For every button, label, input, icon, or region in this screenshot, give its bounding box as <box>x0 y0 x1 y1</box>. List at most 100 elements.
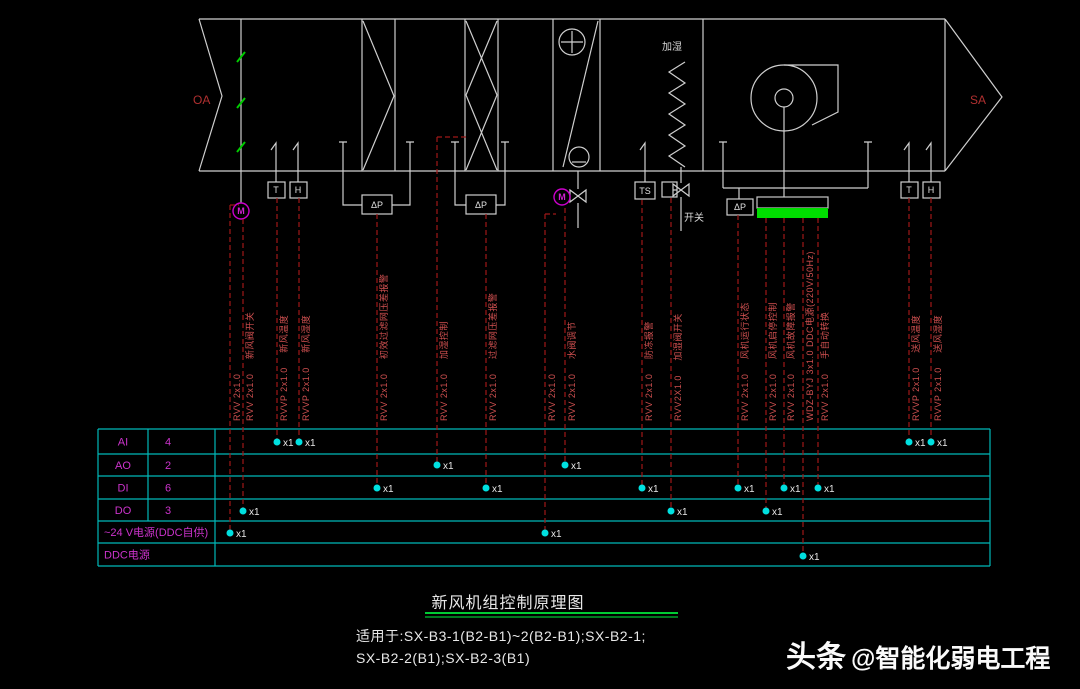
humidifier-symbol <box>667 61 687 168</box>
io-row-count: 3 <box>165 505 171 517</box>
io-terminal-dot <box>814 484 822 492</box>
io-terminal-dot <box>561 461 569 469</box>
io-row-label: DO <box>115 505 132 517</box>
oa-temp-probe <box>270 141 277 182</box>
fan-dp-box <box>726 198 754 216</box>
temp-sensor-label: T <box>273 185 279 195</box>
sa-humidity-probe <box>925 141 932 182</box>
watermark: 头条 @智能化弱电工程 <box>786 632 1050 676</box>
io-terminal-label: x1 <box>824 484 835 495</box>
section-dividers <box>361 19 704 171</box>
wire-spec-label: RVV 2x1.0 初效过滤网压差报警 <box>378 274 389 421</box>
wire-spec-label: RVV 2x1.0 新风阀开关 <box>244 312 255 421</box>
io-terminal-dot <box>734 484 742 492</box>
watermark-handle: @智能化弱电工程 <box>851 645 1051 673</box>
dp2-box <box>465 194 497 215</box>
wire-spec-label: RVV2X1.0 加湿阀开关 <box>672 313 683 421</box>
sa-temp-sensor-label: T <box>906 185 912 195</box>
wire-spec-label: RVV 2x1.0 风机故障报警 <box>785 302 796 421</box>
wire-spec-label: RVVP 2x1.0 新风湿度 <box>300 315 311 421</box>
fan-housing <box>784 64 839 126</box>
coil-top-symbol <box>558 28 586 56</box>
io-terminal-dot <box>927 438 935 446</box>
io-terminal-label: x1 <box>551 529 562 540</box>
wire-spec-label: RVV 2x1.0 防冻报警 <box>643 321 654 421</box>
humidifier-valve-pipe <box>673 167 682 231</box>
wire-spec-label: RVV 2x1.0 手自动转换 <box>819 312 830 421</box>
io-row-label: DDC电源 <box>104 548 150 562</box>
wire-spec-label: RVV 2x1.0 风机启停控制 <box>767 302 778 421</box>
io-row-count: 2 <box>165 460 171 472</box>
io-terminal-dot <box>541 529 549 537</box>
io-row-label: DI <box>118 483 129 495</box>
frost-stat-label: TS <box>639 186 651 196</box>
damper-blade-1 <box>236 51 246 63</box>
io-terminal-label: x1 <box>772 507 783 518</box>
fan-starter-green-bar <box>757 208 828 218</box>
wire-spec-label: RVV 2x1.0 加湿控制 <box>438 321 449 421</box>
io-terminal-label: x1 <box>283 438 294 449</box>
coil-top-cross <box>561 31 583 53</box>
frost-stat-box <box>634 181 656 200</box>
drawing-title: 新风机组控制原理图 <box>431 595 585 612</box>
frost-stat-probe <box>639 141 646 182</box>
io-terminal-dot <box>482 484 490 492</box>
damper-motor-label: M <box>237 206 245 216</box>
dp1-tubes <box>339 141 414 206</box>
wire-spec-label: RVV 2x1.0 过滤网压差报警 <box>487 293 498 421</box>
wire-spec-label: WDZ-BYJ 3x1.0 DDC电源(220V/50Hz) <box>804 251 815 421</box>
title-underline-bottom <box>425 616 678 618</box>
applicability-line-1: 适用于:SX-B3-1(B2-B1)~2(B2-B1);SX-B2-1; <box>356 628 646 644</box>
io-terminal-dot <box>905 438 913 446</box>
outdoor-air-label: OA <box>193 93 210 107</box>
sa-temp-probe <box>903 141 910 182</box>
coil-diagonal <box>562 20 599 168</box>
dp2-tubes <box>451 141 509 206</box>
io-row-label: ~24 V电源(DDC自供) <box>104 525 208 539</box>
filter-2-symbol <box>465 20 498 171</box>
io-terminal-dot <box>239 507 247 515</box>
wire-spec-label: RVV 2x1.0 水阀调节 <box>566 321 577 421</box>
applicability-line-2: SX-B2-2(B1);SX-B2-3(B1) <box>356 650 531 666</box>
io-terminal-label: x1 <box>915 438 926 449</box>
coil-valve-actuator <box>553 188 571 206</box>
io-terminal-label: x1 <box>790 484 801 495</box>
title-underline-top <box>425 612 678 614</box>
dp2-label: ΔP <box>475 200 487 210</box>
io-row-count: 6 <box>165 483 171 495</box>
io-terminal-label: x1 <box>744 484 755 495</box>
humidifier-actuator-box <box>661 181 678 198</box>
io-terminal-label: x1 <box>648 484 659 495</box>
wire-spec-label: RVV 2x1.0 风机运行状态 <box>739 302 750 421</box>
io-terminal-label: x1 <box>492 484 503 495</box>
filter-1-symbol <box>362 20 395 171</box>
io-terminal-dot <box>295 438 303 446</box>
io-terminal-dot <box>433 461 441 469</box>
dp1-label: ΔP <box>371 200 383 210</box>
io-terminal-dot <box>226 529 234 537</box>
humidity-sensor-label: H <box>295 185 302 195</box>
coil-bottom-symbol <box>568 146 590 168</box>
io-terminal-dot <box>780 484 788 492</box>
damper-blade-2 <box>236 97 246 109</box>
wire-spec-label: RVV 2x1.0 <box>232 374 242 421</box>
io-row-label: AI <box>118 437 128 449</box>
damper-actuator <box>232 202 250 220</box>
io-terminal-dot <box>799 552 807 560</box>
fan-dp-label: ΔP <box>734 202 746 212</box>
damper-blade-3 <box>236 141 246 153</box>
wire-spec-label: RVVP 2x1.0 新风温度 <box>278 315 289 421</box>
supply-air-label: SA <box>970 93 986 107</box>
io-terminal-dot <box>667 507 675 515</box>
wire-spec-label: RVV 2x1.0 <box>547 374 557 421</box>
io-terminal-dot <box>762 507 770 515</box>
io-terminal-dot <box>638 484 646 492</box>
io-terminal-label: x1 <box>305 438 316 449</box>
valve-switch-label: 开关 <box>684 211 704 224</box>
watermark-brand: 头条 <box>786 641 846 674</box>
io-terminal-label: x1 <box>443 461 454 472</box>
io-terminal-label: x1 <box>571 461 582 472</box>
io-terminal-label: x1 <box>249 507 260 518</box>
